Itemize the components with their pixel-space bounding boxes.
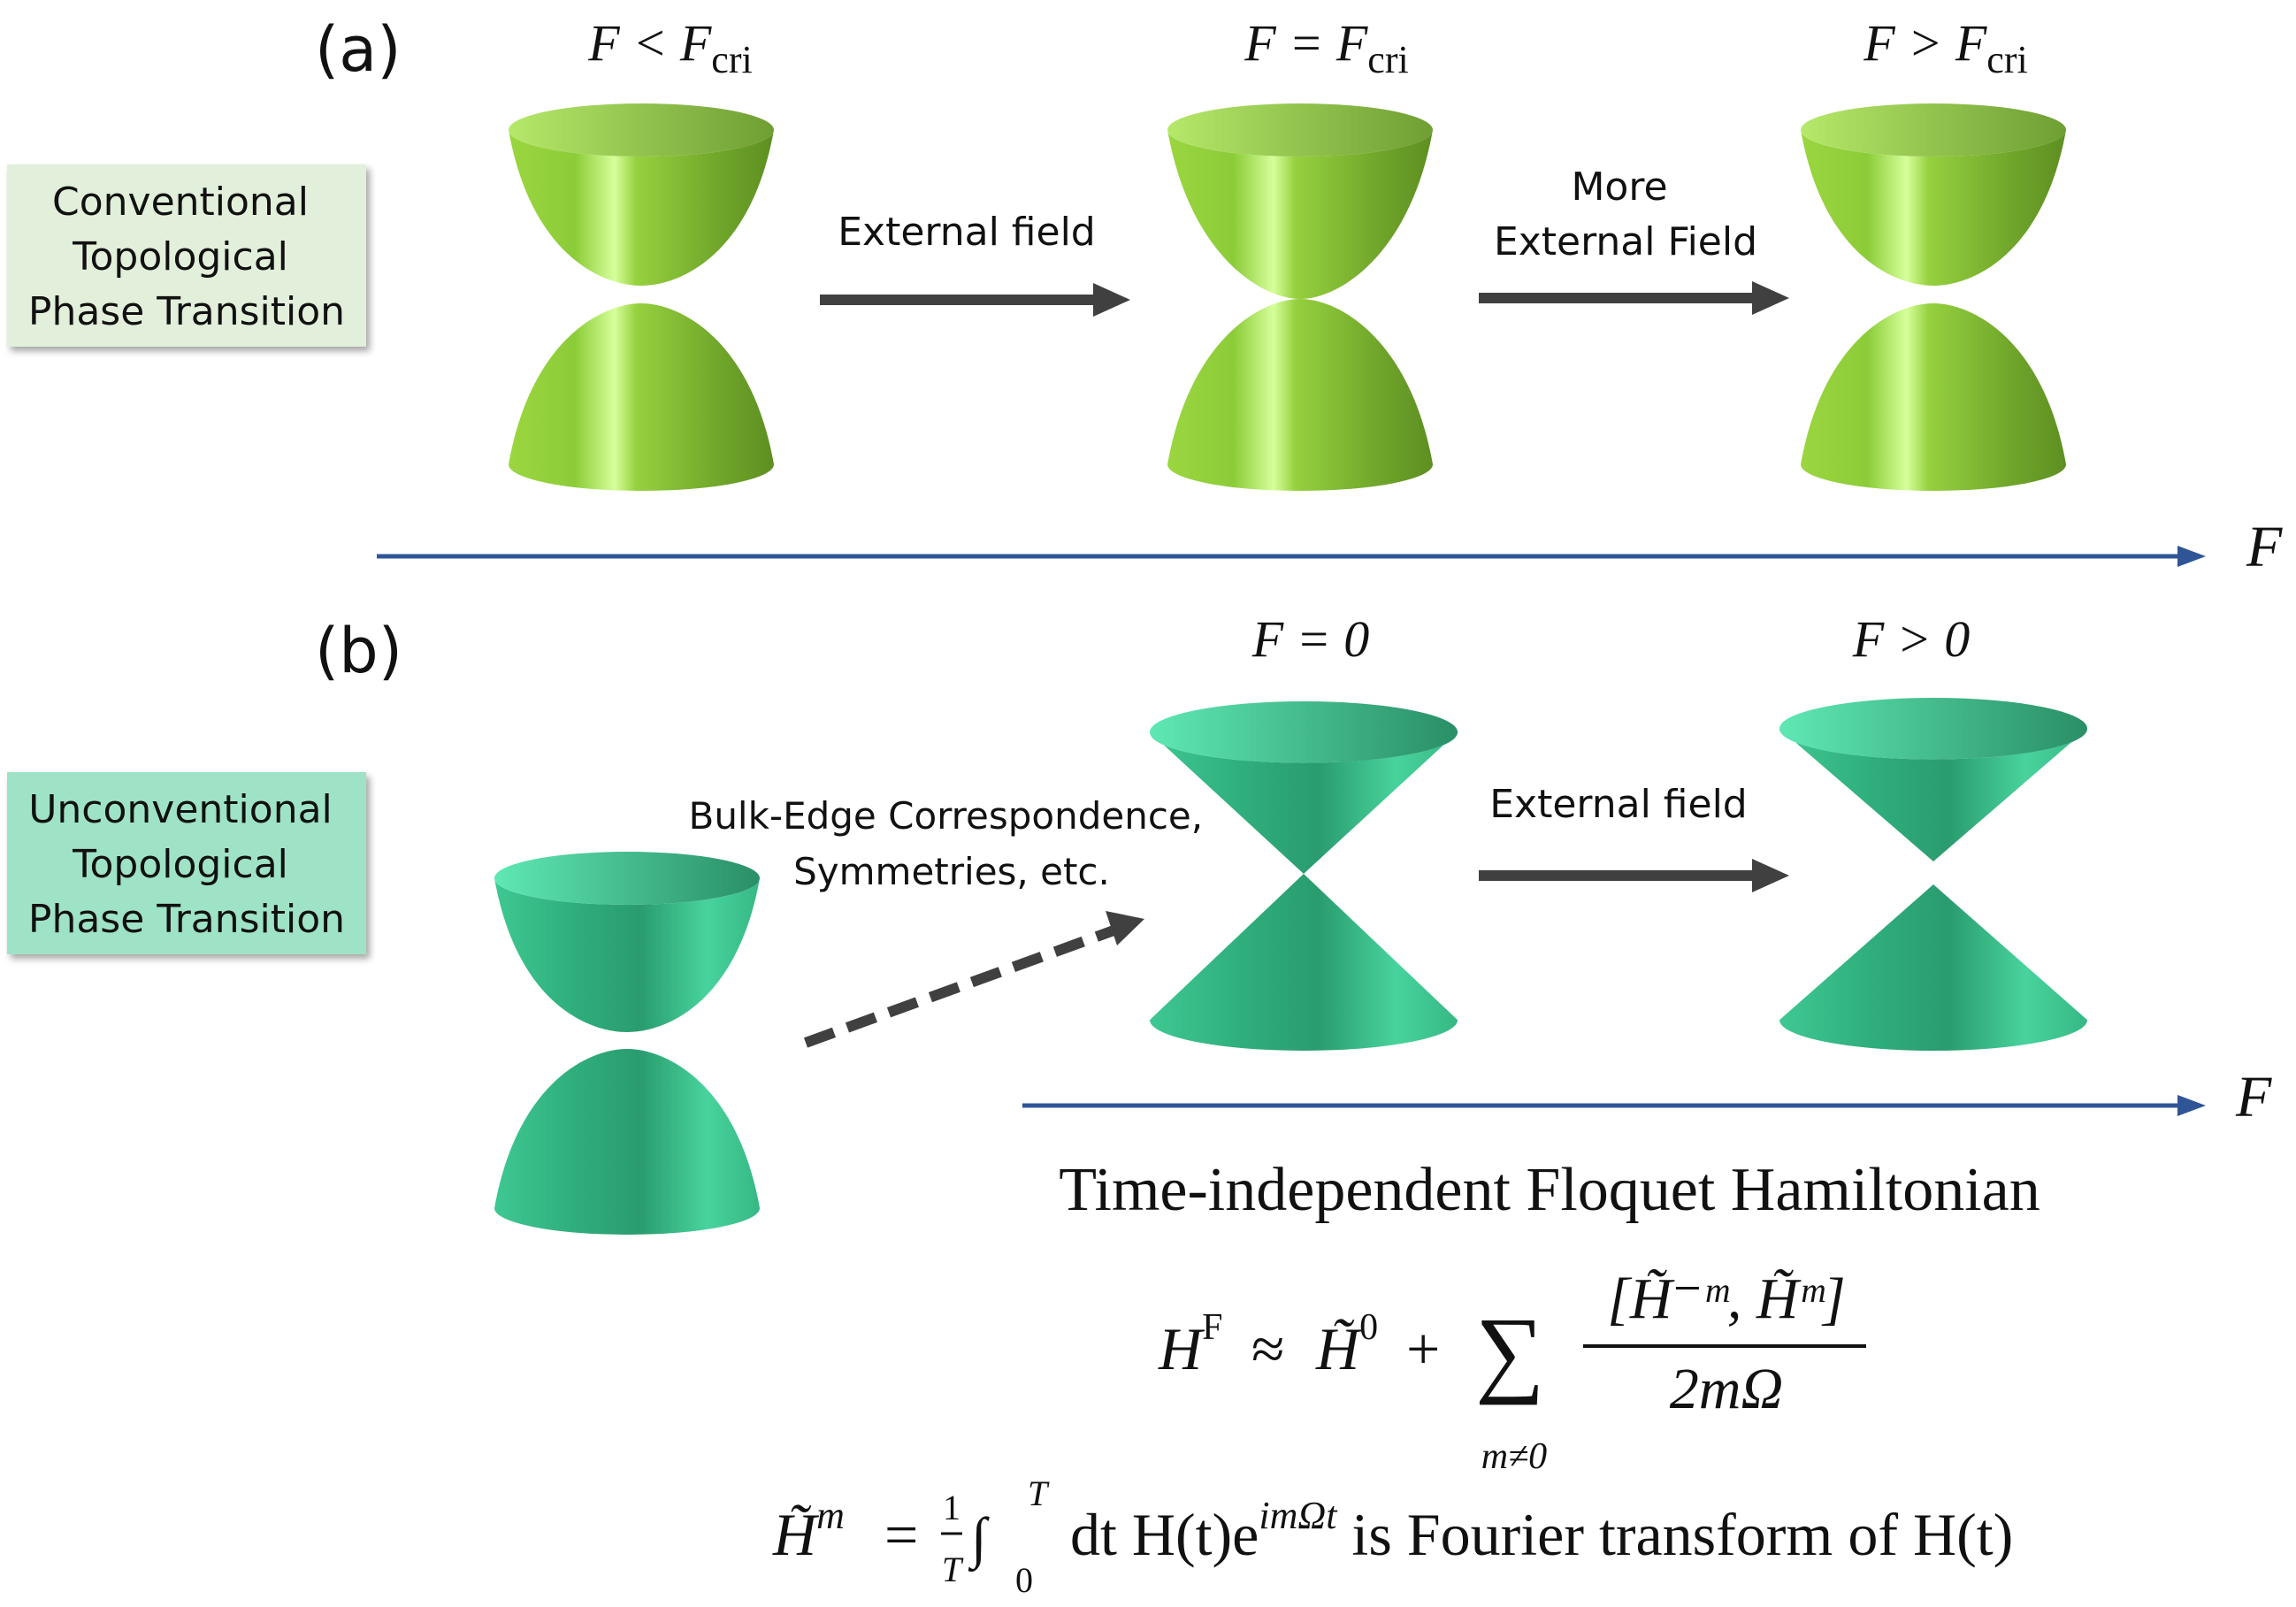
state-label-f-positive: F > 0 — [1852, 610, 1971, 668]
state-label-f-zero: F = 0 — [1251, 610, 1370, 668]
arrow-b — [1479, 859, 1789, 892]
conventional-box — [7, 165, 366, 347]
gapped-cone-lower — [1779, 884, 2087, 1051]
axis-b — [1022, 1095, 2206, 1116]
conduction-band-a-rim — [1801, 103, 2066, 157]
svg-text:0: 0 — [1015, 1560, 1033, 1600]
more-external-field-label: More External Field — [1494, 165, 1757, 264]
bulk-edge-label: Bulk-Edge Correspondence, Symmetries, et… — [689, 794, 1215, 893]
integral-symbol: ∫ — [968, 1506, 990, 1573]
valence-band-b — [494, 1049, 760, 1235]
state-label-a: F < Fcri — [587, 14, 752, 81]
dirac-cone-lower — [1150, 874, 1458, 1051]
conduction-band-a — [509, 130, 774, 286]
box-line: Phase Transition — [28, 289, 345, 334]
axis-a-label: F — [2246, 515, 2283, 579]
arrow-a2 — [1479, 281, 1789, 315]
valence-band-a — [1167, 299, 1433, 491]
formula-title: Time-independent Floquet Hamiltonian — [1059, 1156, 2040, 1224]
conduction-band-b-rim — [494, 852, 760, 905]
valence-band-a — [1801, 303, 2066, 491]
sum-symbol: ∑ — [1475, 1297, 1544, 1405]
conduction-band-a — [1801, 130, 2066, 286]
svg-text:T: T — [942, 1550, 964, 1589]
svg-text:1: 1 — [943, 1488, 960, 1527]
conventional-box-text: Conventional Topological Phase Transitio… — [28, 180, 345, 334]
svg-text:H̃m =: H̃m = — [772, 1474, 918, 1568]
axis-a — [377, 546, 2206, 567]
svg-text:2mΩ: 2mΩ — [1670, 1357, 1783, 1421]
floquet-hamiltonian-equation: HF ≈ H̃0 + ∑ m≠0 [H̃⁻ᵐ, H̃ᵐ] 2mΩ — [1158, 1266, 1866, 1477]
conduction-band-a — [1167, 130, 1433, 299]
box-line: Topological — [72, 842, 288, 887]
arrow-a1 — [820, 283, 1130, 317]
svg-text:dt H(t)eimΩt is Fourier transf: dt H(t)eimΩt is Fourier transform of H(t… — [1070, 1494, 2013, 1568]
conduction-band-b — [494, 878, 760, 1032]
external-field-label-b: External field — [1489, 782, 1747, 827]
dirac-cone-upper-rim — [1150, 701, 1458, 763]
unconventional-box-text: Unconventional Topological Phase Transit… — [28, 787, 345, 942]
gapped-cone-upper-rim — [1779, 698, 2087, 760]
conduction-band-a-rim — [1167, 103, 1433, 157]
panel-b-label: (b) — [315, 615, 402, 687]
state-label-a: F > Fcri — [1863, 14, 2027, 81]
svg-text:HF ≈ H̃0 +: HF ≈ H̃0 + — [1158, 1285, 1440, 1382]
valence-band-a — [509, 303, 774, 491]
unconventional-box — [7, 772, 366, 954]
panel-a-label: (a) — [315, 13, 402, 86]
box-line: Phase Transition — [28, 897, 345, 942]
fourier-transform-equation: H̃m = 1 T ∫ T 0 dt H(t)eimΩt is Fourier … — [772, 1473, 2013, 1600]
box-line: Conventional — [52, 180, 309, 225]
gapped-cone-upper — [1779, 728, 2087, 861]
external-field-label-a: External field — [838, 210, 1095, 255]
svg-text:T: T — [1028, 1473, 1050, 1513]
conduction-band-a-rim — [509, 103, 774, 157]
box-line: Topological — [72, 234, 288, 279]
sum-subscript: m≠0 — [1481, 1436, 1547, 1477]
box-line: Unconventional — [28, 787, 333, 832]
dirac-cone-upper — [1150, 731, 1458, 874]
state-label-a: F = Fcri — [1244, 14, 1408, 81]
axis-b-label: F — [2235, 1065, 2272, 1129]
svg-text:[H̃⁻ᵐ, H̃ᵐ]: [H̃⁻ᵐ, H̃ᵐ] — [1607, 1266, 1846, 1331]
dashed-arrow — [803, 911, 1144, 1048]
